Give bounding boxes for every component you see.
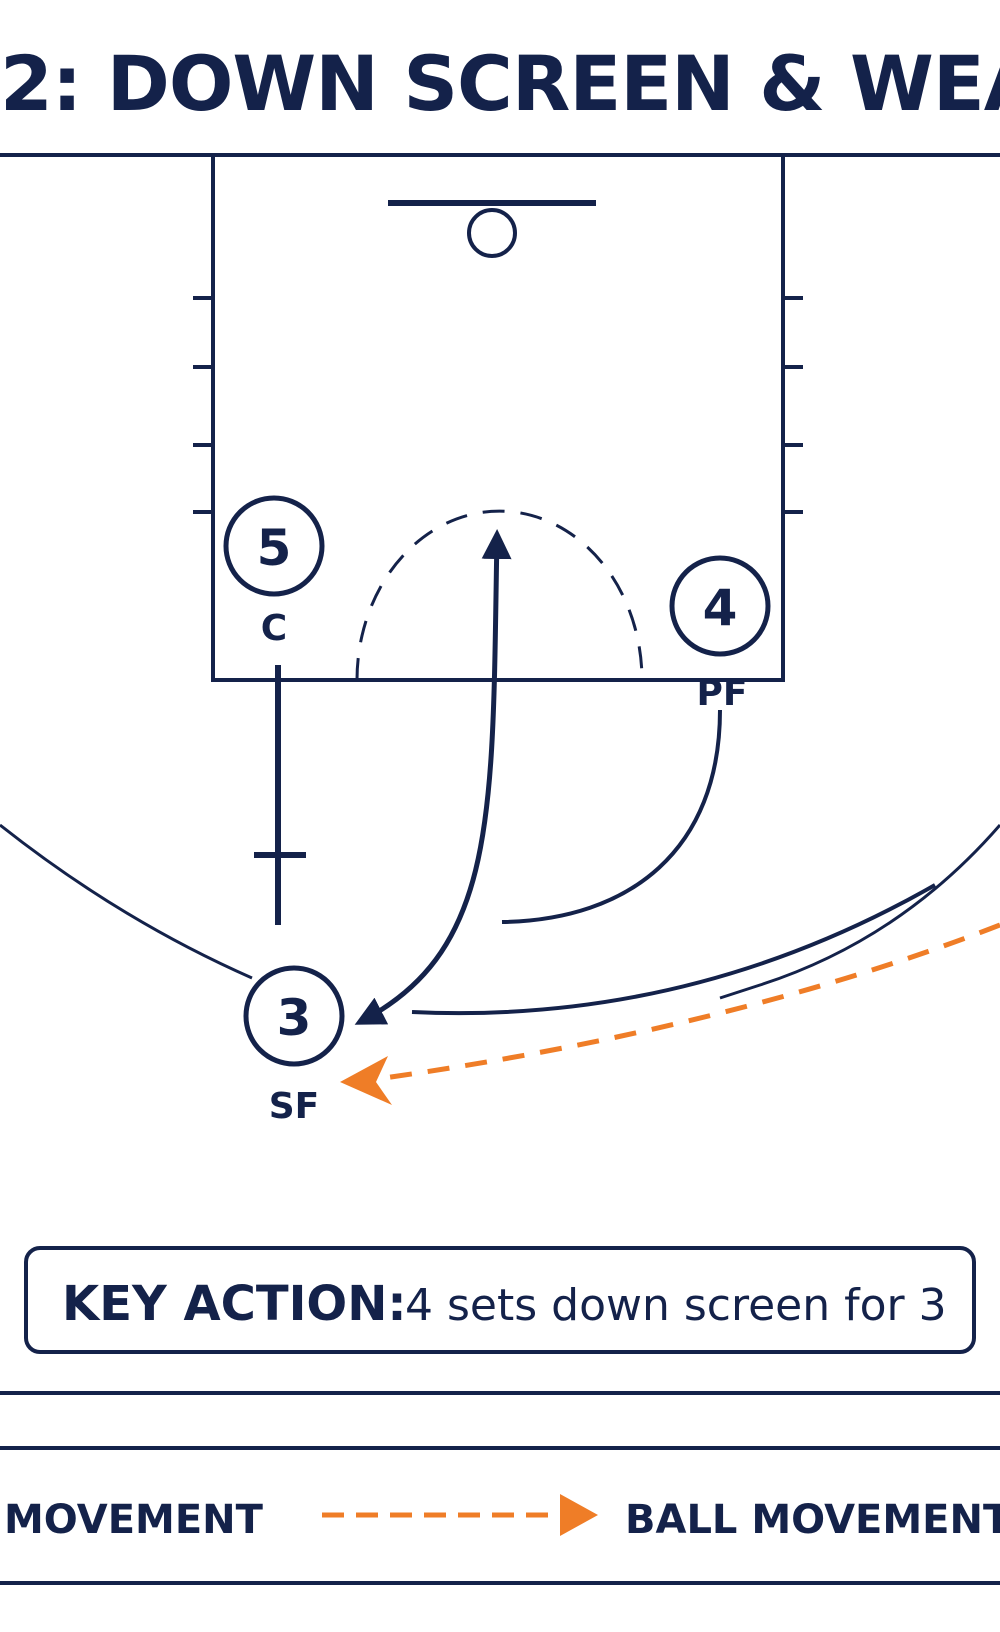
lane-hash-marks	[193, 296, 803, 514]
play-title: 2: DOWN SCREEN & WEAK-	[0, 39, 1000, 128]
movement-arrow-up	[354, 529, 512, 1025]
legend-player-movement-label: MOVEMENT	[4, 1497, 264, 1543]
player-4[interactable]: 4 PF	[669, 555, 771, 714]
player-5-role: C	[261, 608, 287, 649]
player-5[interactable]: 5 C	[223, 495, 325, 649]
player-3[interactable]: 3 SF	[243, 965, 345, 1127]
key-action-text: 4 sets down screen for 3	[405, 1280, 947, 1331]
player-3-role: SF	[269, 1086, 320, 1127]
three-point-arc	[719, 824, 1000, 1000]
movement-cut-pf	[501, 709, 722, 924]
player-3-number: 3	[277, 989, 312, 1047]
player-4-role: PF	[697, 673, 748, 714]
three-point-arc	[0, 823, 253, 980]
ball-movement-pass	[369, 922, 1000, 1083]
screen-path	[254, 665, 306, 925]
legend-ball-movement-arrowhead	[560, 1494, 598, 1536]
key-action-label: KEY ACTION:	[62, 1276, 407, 1332]
free-throw-circle-dashed	[355, 509, 644, 681]
rim	[467, 208, 517, 258]
movement-curl-sf	[411, 883, 936, 1016]
legend: MOVEMENT BALL MOVEMENT	[4, 1494, 1000, 1543]
legend-ball-movement-label: BALL MOVEMENT	[625, 1497, 1000, 1543]
player-5-number: 5	[257, 519, 292, 577]
player-4-number: 4	[703, 579, 738, 637]
ball-movement-arrowhead	[340, 1056, 392, 1105]
key-action-box: KEY ACTION: 4 sets down screen for 3	[24, 1246, 976, 1354]
